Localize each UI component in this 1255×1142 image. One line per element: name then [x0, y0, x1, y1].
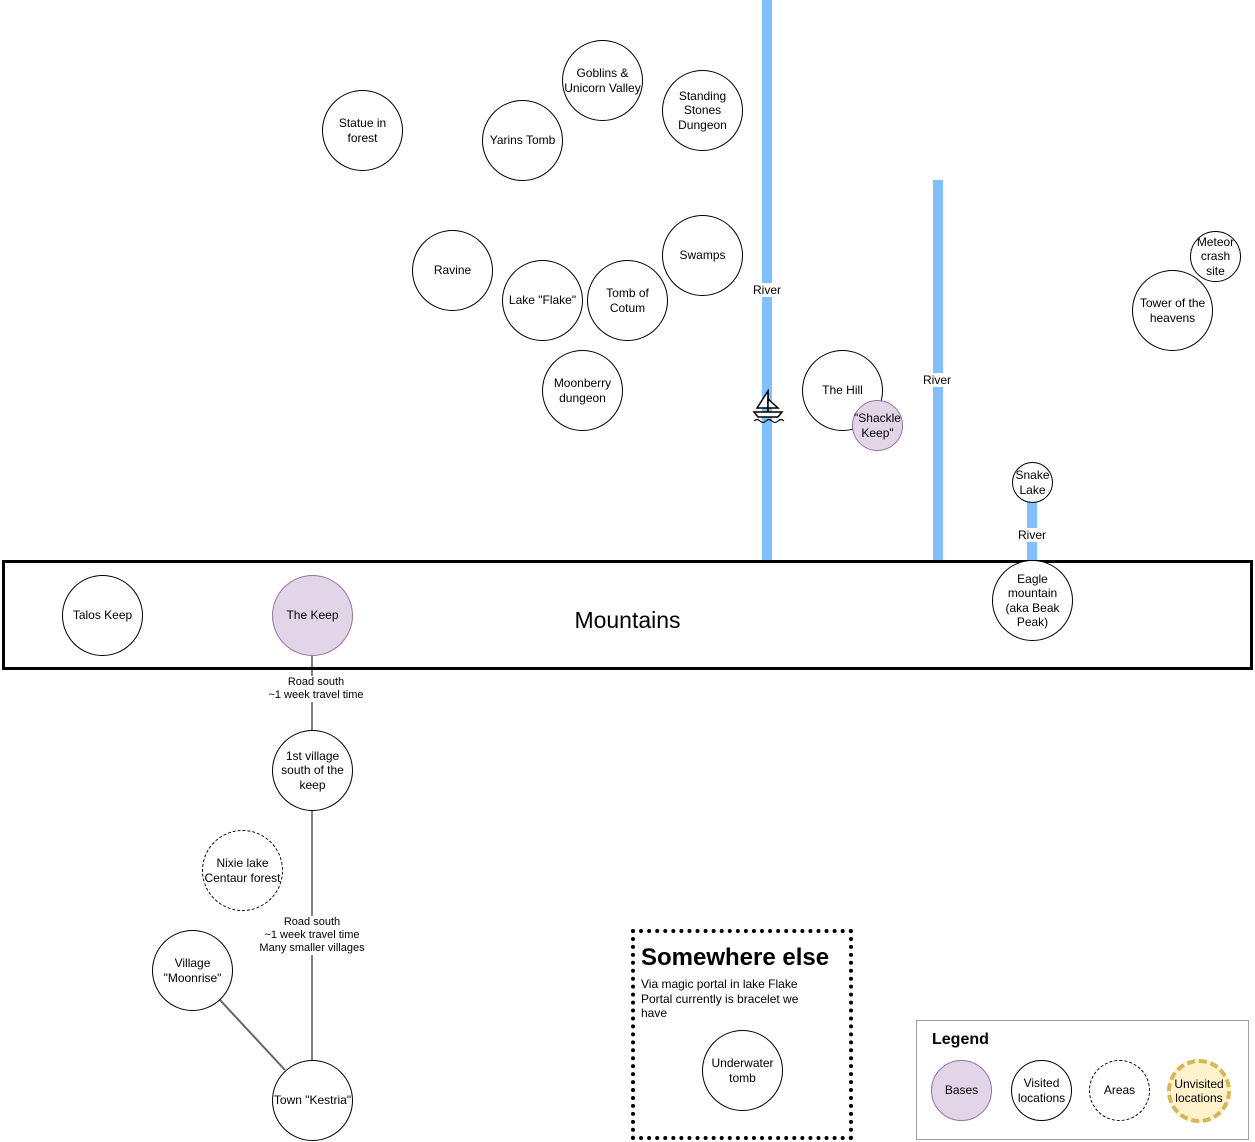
- location-meteor-crash-site[interactable]: Meteor crash site: [1190, 231, 1241, 282]
- road-label-2: Road south ~1 week travel time Many smal…: [252, 916, 372, 955]
- somewhere-else-title: Somewhere else: [641, 944, 830, 971]
- road-label-1: Road south ~1 week travel time: [256, 676, 376, 702]
- river-label-1: River: [752, 283, 783, 297]
- location-yarins-tomb[interactable]: Yarins Tomb: [482, 100, 563, 181]
- legend-title: Legend: [932, 1031, 989, 1048]
- somewhere-else-description: Via magic portal in lake Flake Portal cu…: [641, 977, 799, 1020]
- location-swamps[interactable]: Swamps: [662, 215, 743, 296]
- location-moonberry-dungeon[interactable]: Moonberry dungeon: [542, 350, 623, 431]
- location-underwater-tomb[interactable]: Underwater tomb: [702, 1030, 783, 1111]
- location-town-kestria[interactable]: Town "Kestria": [272, 1060, 353, 1141]
- river-label-3: River: [1017, 528, 1048, 542]
- location-talos-keep[interactable]: Talos Keep: [62, 575, 143, 656]
- location-eagle-mountain[interactable]: Eagle mountain (aka Beak Peak): [992, 560, 1073, 641]
- legend: [916, 1020, 1249, 1140]
- legend-areas: Areas: [1089, 1060, 1150, 1121]
- area-nixie-lake[interactable]: Nixie lake Centaur forest: [202, 830, 283, 911]
- location-village-moonrise[interactable]: Village "Moonrise": [152, 930, 233, 1011]
- location-lake-flake[interactable]: Lake "Flake": [502, 260, 583, 341]
- river-2: [933, 180, 943, 560]
- location-first-village[interactable]: 1st village south of the keep: [272, 730, 353, 811]
- legend-unvisited: Unvisited locations: [1167, 1059, 1231, 1123]
- base-the-keep[interactable]: The Keep: [272, 575, 353, 656]
- location-statue-in-forest[interactable]: Statue in forest: [322, 90, 403, 171]
- somewhere-else-region[interactable]: [631, 929, 853, 1140]
- river-label-2: River: [922, 373, 953, 387]
- location-tower-of-the-heavens[interactable]: Tower of the heavens: [1132, 270, 1213, 351]
- location-standing-stones-dungeon[interactable]: Standing Stones Dungeon: [662, 70, 743, 151]
- road-moonrise-to-kestria: [219, 999, 286, 1071]
- base-shackle-keep[interactable]: "Shackle Keep": [852, 400, 903, 451]
- mountains-label: Mountains: [574, 607, 681, 633]
- location-goblins-unicorn-valley[interactable]: Goblins & Unicorn Valley: [562, 40, 643, 121]
- legend-bases: Bases: [931, 1060, 992, 1121]
- location-ravine[interactable]: Ravine: [412, 230, 493, 311]
- mountains-region[interactable]: [2, 560, 1253, 670]
- sailboat-icon: [752, 388, 785, 424]
- location-snake-lake[interactable]: Snake Lake: [1012, 462, 1053, 503]
- location-tomb-of-cotum[interactable]: Tomb of Cotum: [587, 260, 668, 341]
- river-1: [762, 0, 772, 560]
- legend-visited: Visited locations: [1011, 1060, 1072, 1121]
